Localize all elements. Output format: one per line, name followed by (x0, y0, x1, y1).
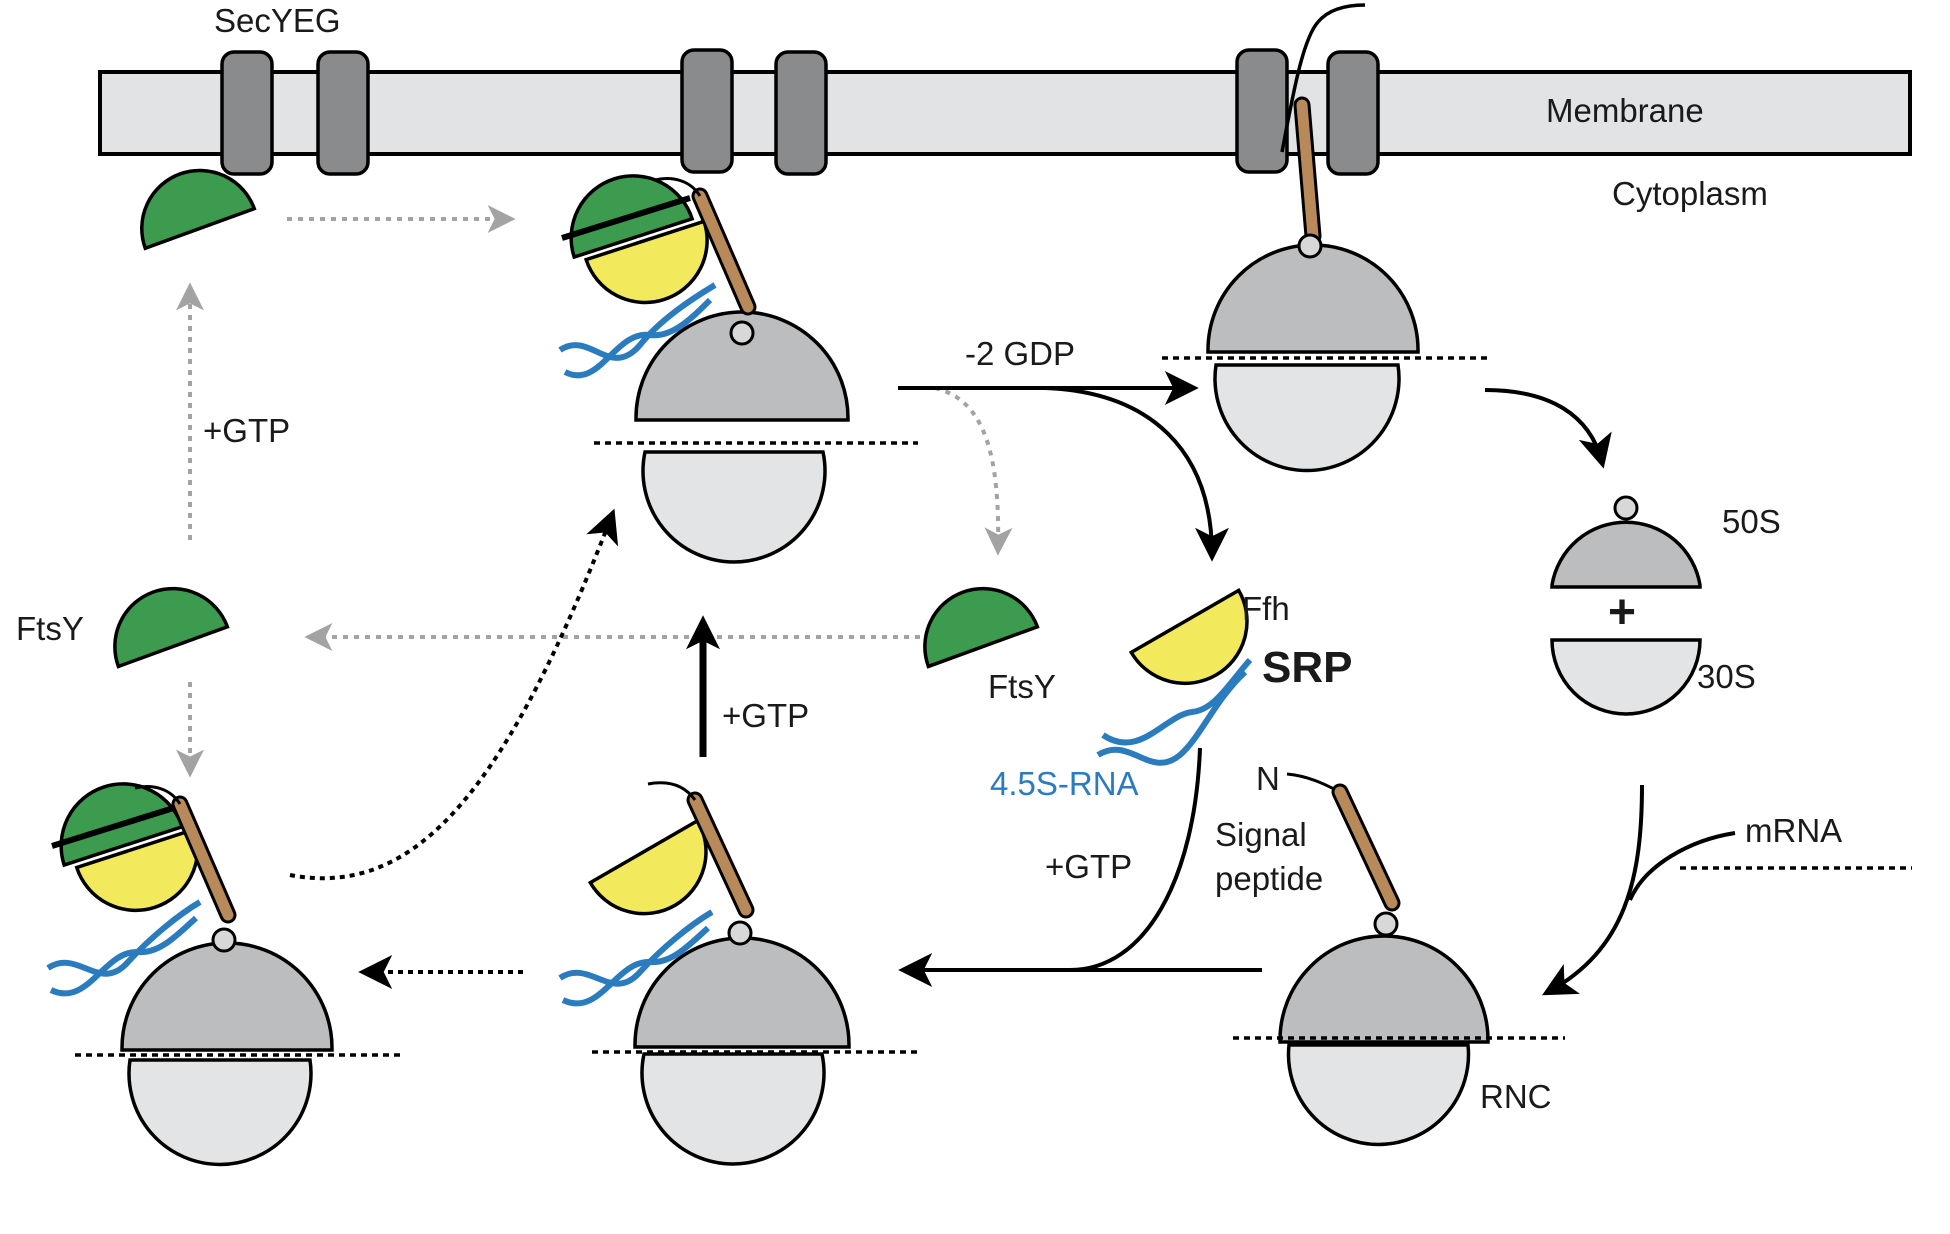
label-plus: + (1608, 586, 1636, 639)
rnc-srp-ftsy-complex-membrane (558, 174, 918, 564)
label-gtp-top-left: +GTP (203, 412, 290, 449)
label-50s: 50S (1722, 503, 1781, 540)
translocon-right (1235, 48, 1380, 176)
label-srp: SRP (1262, 643, 1352, 692)
arrow-ribosome-release (1484, 388, 1612, 469)
rnc-srp-complex (558, 781, 918, 1166)
label-peptide: peptide (1215, 860, 1323, 897)
rnc-srp-ftsy-complex (46, 782, 402, 1167)
ribosome-50s-subunit (1550, 495, 1702, 589)
translocon-secyeg-left (220, 50, 370, 176)
ribosome-30s-subunit (1550, 638, 1702, 716)
ribosome-docked-translocon (1162, 3, 1488, 473)
label-ftsy-left: FtsY (16, 610, 84, 647)
rnc-ribosome-nascent-chain (1233, 772, 1565, 1147)
label-membrane: Membrane (1546, 92, 1704, 129)
label-secyeg: SecYEG (214, 2, 341, 39)
arrow-subunits-to-rnc (1542, 784, 1644, 996)
arrow-srp-release (1044, 386, 1229, 562)
free-srp (1096, 587, 1253, 766)
ftsy-membrane-bound (140, 168, 257, 251)
arrow-ftsy-release (934, 386, 1013, 556)
label-signal: Signal (1215, 816, 1307, 853)
label-n-terminus: N (1256, 760, 1280, 797)
label-cytoplasm: Cytoplasm (1612, 175, 1768, 212)
ftsy-free-center (923, 586, 1040, 669)
translocon-center (680, 48, 828, 176)
arrow-ftsy-complex-to-membrane (289, 508, 619, 881)
label-rnc: RNC (1480, 1078, 1552, 1115)
arrow-srp-binding-gtp (1069, 747, 1202, 972)
label-ftsy-center: FtsY (988, 668, 1056, 705)
arrow-mrna-join (1628, 831, 1736, 901)
membrane (98, 70, 1912, 156)
membrane-bar (98, 70, 1912, 156)
label-4-5s-rna: 4.5S-RNA (990, 765, 1139, 802)
label-ffh: Ffh (1242, 590, 1290, 627)
label-mrna: mRNA (1745, 812, 1842, 849)
label-gdp: -2 GDP (965, 335, 1075, 372)
label-30s: 30S (1697, 658, 1756, 695)
label-gtp-center: +GTP (722, 697, 809, 734)
ftsy-free-left (113, 586, 230, 669)
label-gtp-lower: +GTP (1045, 848, 1132, 885)
